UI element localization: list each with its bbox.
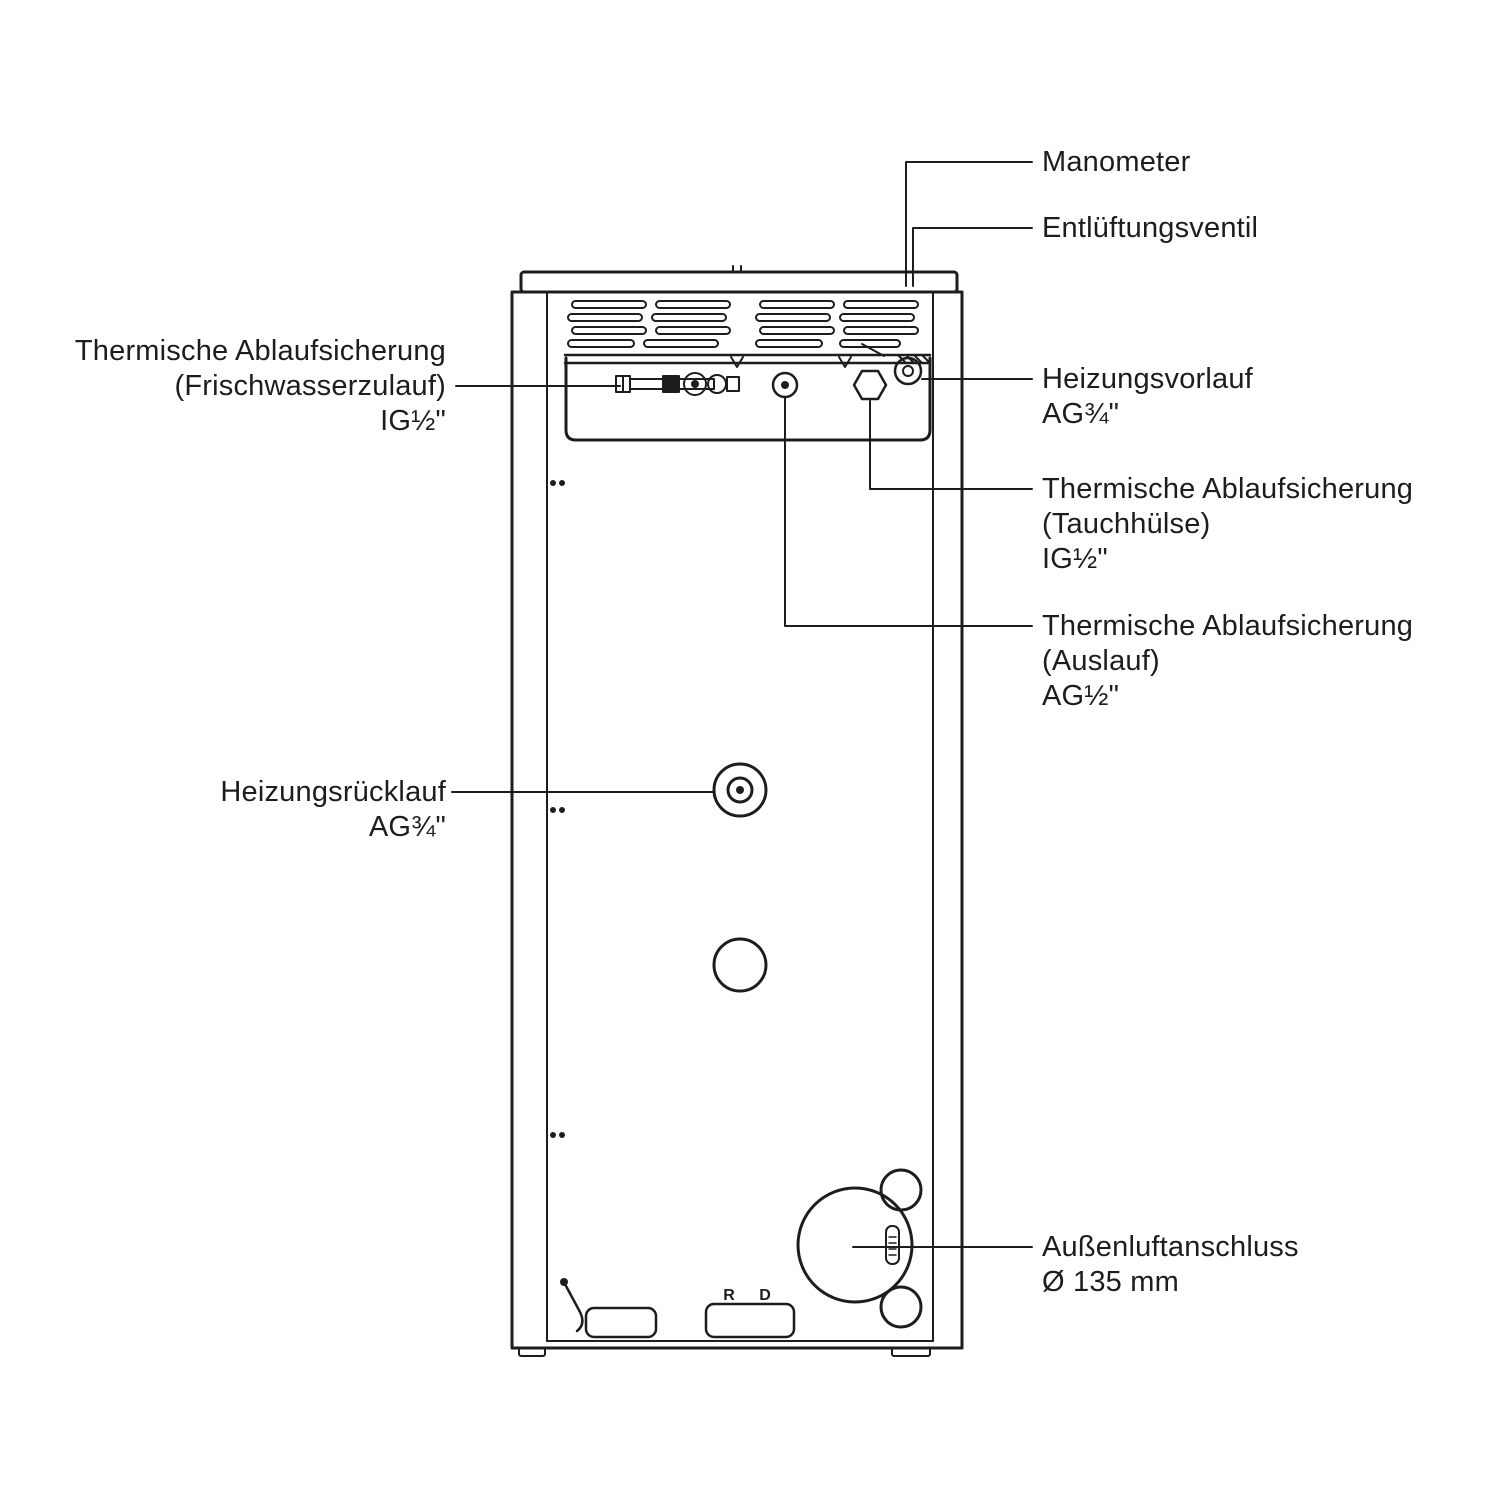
vent-grille-right [755,300,919,357]
bottom-cutout-left [584,1306,658,1339]
label-line: Heizungsvorlauf [1042,363,1253,395]
label-entlueftungsventil: Entlüftungsventil [1042,211,1258,246]
label-line: Thermische Ablaufsicherung [1042,610,1414,642]
cabinet-body [510,290,964,1357]
leader-tas-auslauf [784,396,1033,627]
vent-grille-left [567,300,731,348]
label-line: IG½" [1042,543,1108,575]
label-line: Außenluftanschluss [1042,1231,1299,1263]
heating-flow-port [893,356,923,386]
immersion-sleeve-hex [852,369,888,401]
label-heizungsvorlauf: Heizungsvorlauf AG¾" [1042,362,1253,432]
connection-panel [564,356,932,442]
label-heizungsruecklauf: Heizungsrücklauf AG¾" [220,775,446,845]
label-line: Entlüftungsventil [1042,212,1259,244]
label-manometer: Manometer [1042,145,1190,180]
label-line: Thermische Ablaufsicherung [1042,473,1414,505]
marking-d: D [759,1287,771,1304]
label-line: Thermische Ablaufsicherung [74,335,446,367]
leader-lines [451,161,1033,1248]
mounting-rail [563,353,932,368]
bottom-cutout-center [704,1302,796,1339]
label-line: (Tauchhülse) [1042,508,1211,540]
label-tas-tauchhuelse: Thermische Ablaufsicherung (Tauchhülse) … [1042,472,1413,577]
heating-return-port [712,762,768,818]
label-line: (Auslauf) [1042,645,1160,677]
foot-left [518,1347,546,1357]
label-line: Manometer [1042,146,1191,178]
marking-r: R [723,1287,735,1304]
top-cover [519,265,959,294]
label-line: AG¾" [368,811,446,843]
foot-right [891,1347,931,1357]
label-tas-auslauf: Thermische Ablaufsicherung (Auslauf) AG½… [1042,609,1413,714]
leader-entlueftungsventil [912,227,1033,287]
leader-manometer [905,161,1033,287]
middle-opening [712,937,768,993]
label-line: IG½" [380,405,446,437]
bottom-lever [560,1278,584,1333]
small-opening-bottom [879,1285,923,1329]
label-line: Ø 135 mm [1042,1266,1179,1298]
leader-tas-tauchhuelse [869,400,1033,490]
thermal-safety-valve-assembly [615,372,740,396]
side-marker-dots [550,480,565,1138]
label-aussenluftanschluss: Außenluftanschluss Ø 135 mm [1042,1230,1299,1300]
outdoor-air-connection [796,1186,914,1304]
label-line: AG½" [1042,680,1120,712]
label-line: Heizungsrücklauf [220,776,446,808]
thermal-safety-outlet-port [771,371,799,399]
label-tas-frischwasserzulauf: Thermische Ablaufsicherung (Frischwasser… [75,334,446,439]
label-line: AG¾" [1042,398,1120,430]
small-opening-top [879,1168,923,1212]
label-line: (Frischwasserzulauf) [174,370,446,402]
